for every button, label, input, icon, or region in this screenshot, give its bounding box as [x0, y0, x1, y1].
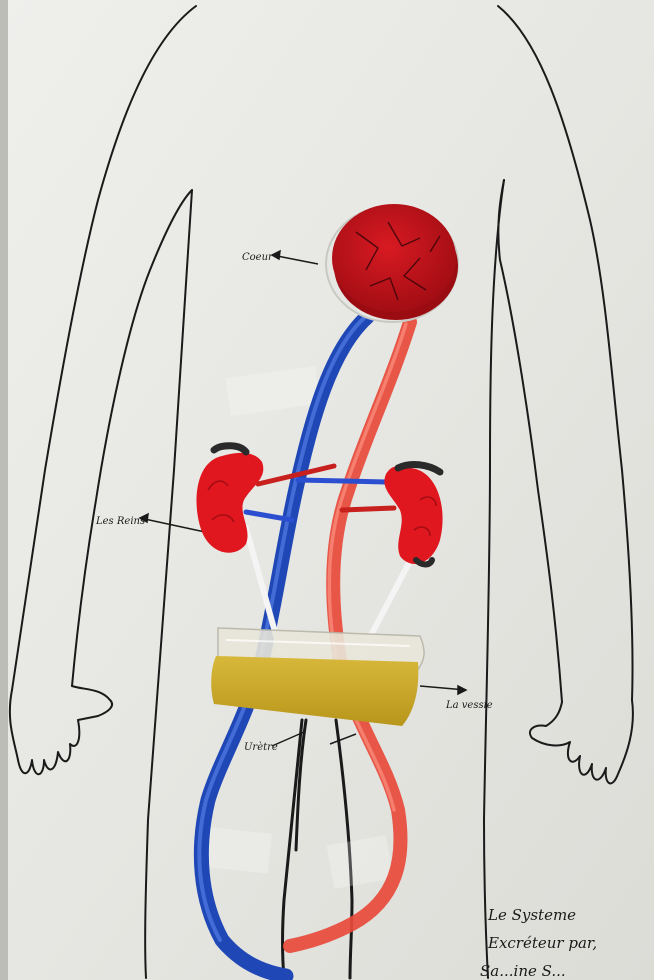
- board-left-shadow: [0, 0, 8, 980]
- label-urethra: Urètre: [244, 742, 278, 753]
- title-line-1: Le Systeme: [487, 906, 576, 924]
- renal-vein-right: [298, 480, 386, 482]
- title-line-3: Sa...ine S...: [480, 962, 566, 980]
- title-line-2: Excréteur par,: [487, 934, 597, 952]
- label-heart: Coeur: [242, 252, 274, 263]
- heart-model: [326, 204, 458, 322]
- heart-front: [332, 204, 456, 312]
- label-kidneys: Les Reins: [95, 516, 145, 527]
- label-bladder: La vessie: [445, 700, 493, 711]
- renal-artery-right: [342, 508, 394, 510]
